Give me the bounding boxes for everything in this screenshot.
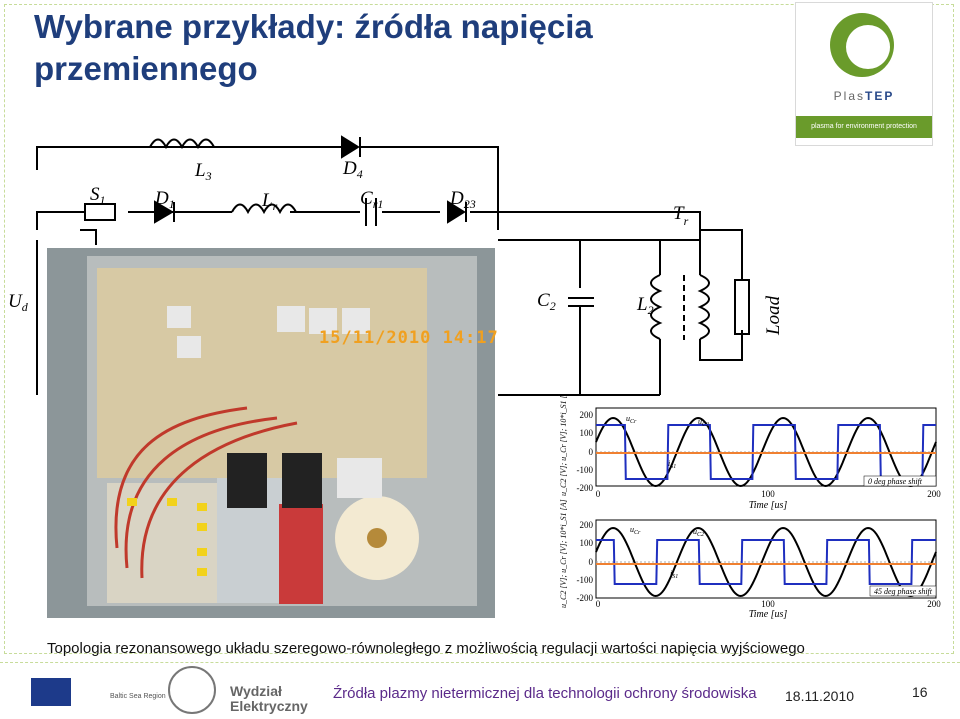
eu-flag-icon — [31, 678, 71, 706]
svg-text:100: 100 — [761, 599, 775, 609]
svg-text:0: 0 — [596, 599, 601, 609]
plastep-logo: PlasTEP plasma for environment protectio… — [795, 2, 933, 146]
footer-date: 18.11.2010 — [785, 688, 855, 704]
photo-timestamp: 15/11/2010 14:17 — [319, 328, 499, 348]
label-d1: D1 — [154, 188, 175, 211]
svg-text:200: 200 — [927, 489, 941, 499]
svg-text:-200: -200 — [577, 593, 594, 603]
ucr-wave-bottom — [596, 539, 936, 585]
label-s1: S1 — [90, 184, 106, 207]
footer-divider — [0, 662, 960, 663]
switch-s1-icon — [80, 203, 116, 245]
device-photo — [47, 248, 495, 618]
svg-text:-200: -200 — [577, 483, 594, 493]
svg-text:0: 0 — [589, 447, 594, 457]
svg-text:uCr: uCr — [626, 414, 637, 425]
scope-panel-bottom: 200 100 0 -100 -200 0 100 200 Time [us] … — [559, 499, 941, 620]
scope-plots: 200 100 0 -100 -200 0 100 200 Time [us] … — [559, 396, 941, 620]
svg-text:Time [us]: Time [us] — [749, 500, 788, 511]
svg-text:100: 100 — [580, 538, 594, 548]
label-load: Load — [763, 295, 784, 336]
svg-text:uC2: uC2 — [698, 417, 709, 428]
slide-caption: Topologia rezonansowego układu szeregowo… — [47, 640, 805, 657]
label-l3: L3 — [194, 160, 212, 183]
svg-text:uCr: uCr — [630, 525, 641, 536]
svg-text:-100: -100 — [577, 465, 594, 475]
scope-panel-top: 200 100 0 -100 -200 0 100 200 Time [us] … — [559, 396, 941, 511]
ucr-wave-top — [596, 424, 936, 480]
svg-text:200: 200 — [580, 410, 594, 420]
label-tr: Tr — [673, 203, 689, 228]
label-ud: Ud — [8, 291, 29, 314]
uc2-wave-bottom — [595, 526, 937, 598]
page-number: 16 — [912, 684, 928, 700]
label-lr: Lr — [261, 190, 278, 213]
slide-title: Wybrane przykłady: źródła napięcia przem… — [34, 8, 593, 87]
label-d4: D4 — [342, 158, 363, 181]
svg-text:0: 0 — [589, 557, 594, 567]
svg-text:0 deg phase shift: 0 deg phase shift — [868, 477, 923, 486]
label-c2: C2 — [537, 290, 556, 313]
svg-text:iS1: iS1 — [670, 569, 678, 580]
slide-border — [4, 4, 954, 654]
svg-text:200: 200 — [580, 520, 594, 530]
svg-text:uC2: uC2 — [693, 527, 704, 538]
circuit-schematic: S1 D1 L3 Lr D4 Cr1 D23 Tr Ud C2 L2 Load — [8, 135, 784, 396]
label-cr1: Cr1 — [360, 188, 383, 211]
svg-text:0: 0 — [596, 489, 601, 499]
svg-text:u_C2 [V]; u_Cr [V]; 10*i_S1 [A: u_C2 [V]; u_Cr [V]; 10*i_S1 [A] — [559, 396, 568, 496]
label-l2: L2 — [636, 294, 654, 317]
svg-text:u_C2 [V]; u_Cr [V]; 10*i_S1 [A: u_C2 [V]; u_Cr [V]; 10*i_S1 [A] — [559, 499, 568, 608]
svg-text:45 deg phase shift: 45 deg phase shift — [874, 587, 933, 596]
plastep-logo-tagline: plasma for environment protection — [796, 116, 932, 138]
faculty-logo-icon — [168, 666, 216, 714]
svg-text:Time [us]: Time [us] — [749, 609, 788, 620]
baltic-sea-region-label: Baltic Sea Region — [110, 693, 166, 700]
svg-text:100: 100 — [761, 489, 775, 499]
svg-text:-100: -100 — [577, 575, 594, 585]
label-d23: D23 — [449, 188, 476, 211]
footer-title: Źródła plazmy nietermicznej dla technolo… — [333, 685, 757, 702]
svg-text:200: 200 — [927, 599, 941, 609]
plastep-logo-text: PlasTEP — [833, 89, 895, 103]
svg-text:100: 100 — [580, 428, 594, 438]
svg-text:iS1: iS1 — [668, 459, 676, 470]
